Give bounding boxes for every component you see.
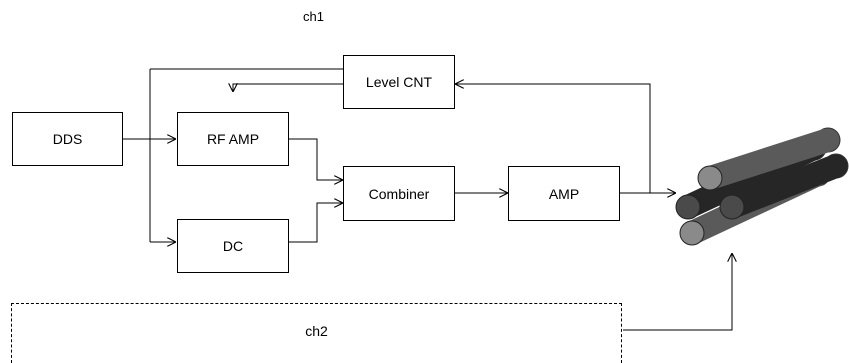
ch2-label: ch2 [305,322,328,339]
dc-label: DC [222,238,244,254]
dds-label: DDS [52,131,83,147]
level-cnt-block: Level CNT [343,55,455,109]
rod-top [697,127,841,191]
line-ch2-rods [623,253,732,331]
line-feedback [455,84,651,193]
ch1-label: ch1 [303,9,324,24]
line-rfamp-combiner [289,138,343,180]
ch2-block: ch2 [11,303,622,363]
quadrupole-rods-icon [675,127,849,246]
rf-amp-label: RF AMP [206,131,260,147]
rod-right [719,153,849,220]
dds-block: DDS [12,112,123,166]
combiner-label: Combiner [368,185,430,202]
combiner-block: Combiner [343,166,455,221]
rf-amp-block: RF AMP [177,112,289,166]
amp-block: AMP [508,166,620,221]
line-dc-combiner [289,203,343,243]
amp-label: AMP [548,185,580,202]
dc-block: DC [177,219,289,273]
line-levelcnt-control [233,84,343,92]
level-cnt-label: Level CNT [365,74,433,90]
